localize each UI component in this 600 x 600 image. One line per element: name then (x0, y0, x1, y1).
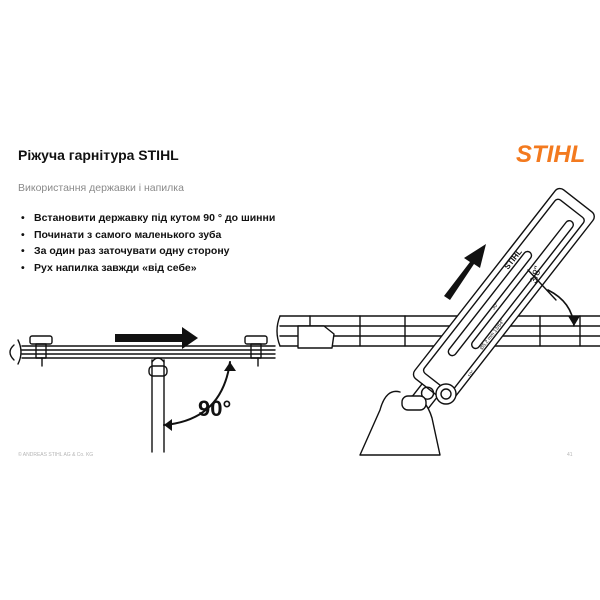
bullet-item: •Встановити державку під кутом 90 ° до ш… (21, 212, 276, 224)
page-title: Ріжуча гарнітура STIHL (18, 147, 179, 163)
right-illustration (276, 187, 600, 456)
left-illustration (9, 335, 276, 453)
direction-arrow-diagonal-icon (444, 244, 486, 300)
bullet-item: •Починати з самого маленького зуба (21, 228, 222, 241)
bullet-list: •Встановити державку під кутом 90 ° до ш… (18, 210, 275, 276)
stihl-logo: STIHL (516, 141, 585, 168)
subtitle: Використання державки і напилка (18, 182, 184, 194)
direction-arrow-right-icon (115, 327, 198, 349)
pitch-label: 3/8" (528, 265, 544, 285)
angle-30-label: 30° (491, 302, 500, 312)
bullet-item: •За один раз заточувати одну сторону (21, 245, 230, 257)
bullet-item: •Рух напилка завжди «від себе» (21, 261, 197, 274)
page-number: 41 (567, 452, 573, 458)
logo-text: STIHL (516, 141, 585, 168)
angle-10-label: 10° (467, 370, 476, 380)
angle-90-label: 90° (198, 396, 231, 421)
copyright: © ANDREAS STIHL AG & Co. KG (18, 452, 94, 458)
